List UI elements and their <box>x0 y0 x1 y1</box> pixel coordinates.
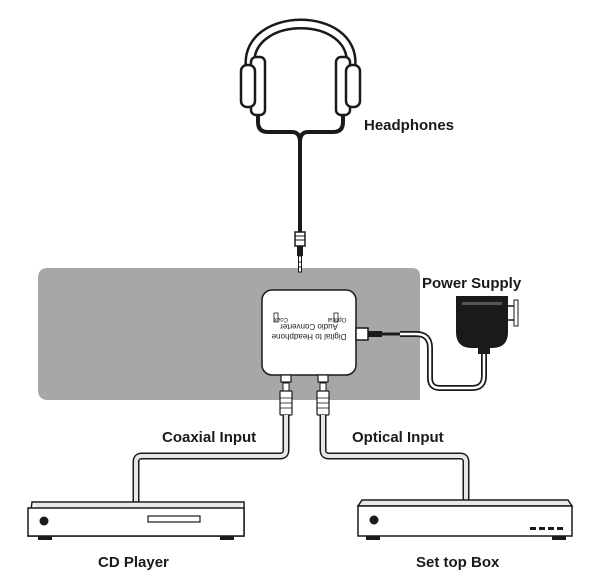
coaxial-input-label: Coaxial Input <box>162 429 256 446</box>
power-supply-cable <box>355 327 487 391</box>
optical-port-label: Optical <box>328 316 347 322</box>
converter-box: Coax Optical Digital to Headphone Audio … <box>261 289 357 383</box>
set-top-box-label: Set top Box <box>416 554 500 571</box>
set-top-box-icon <box>356 499 574 540</box>
headphone-jack-plug <box>294 231 306 273</box>
coax-port-label: Coax <box>274 316 288 322</box>
coaxial-rca-plug <box>279 382 293 416</box>
optical-plug <box>316 382 330 416</box>
cd-player-label: CD Player <box>98 554 169 571</box>
converter-title-line2: Audio Converter <box>280 322 338 331</box>
cd-player-icon <box>27 501 245 540</box>
converter-title-line1: Digital to Headphone <box>271 332 346 341</box>
headphones-icon <box>239 18 362 232</box>
power-adapter-icon <box>456 296 519 354</box>
power-supply-label: Power Supply <box>422 275 522 292</box>
optical-input-label: Optical Input <box>352 429 444 446</box>
headphones-label: Headphones <box>364 117 454 134</box>
